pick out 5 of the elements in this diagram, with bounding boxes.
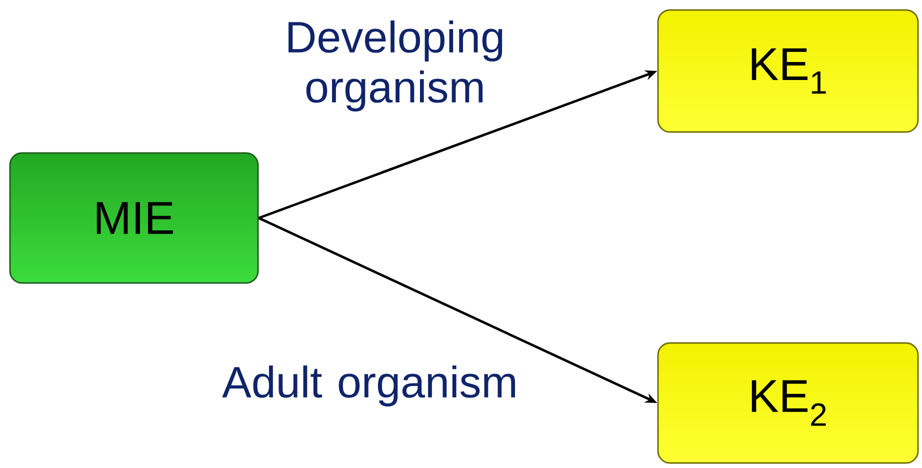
edge-label: Developing organism: [288, 20, 502, 112]
process-box: KE$_{1}$: [657, 9, 919, 133]
process-box: MIE: [9, 152, 259, 284]
edge-label: Adult organism: [222, 365, 515, 406]
process-box: KE$_{2}$: [657, 342, 919, 464]
